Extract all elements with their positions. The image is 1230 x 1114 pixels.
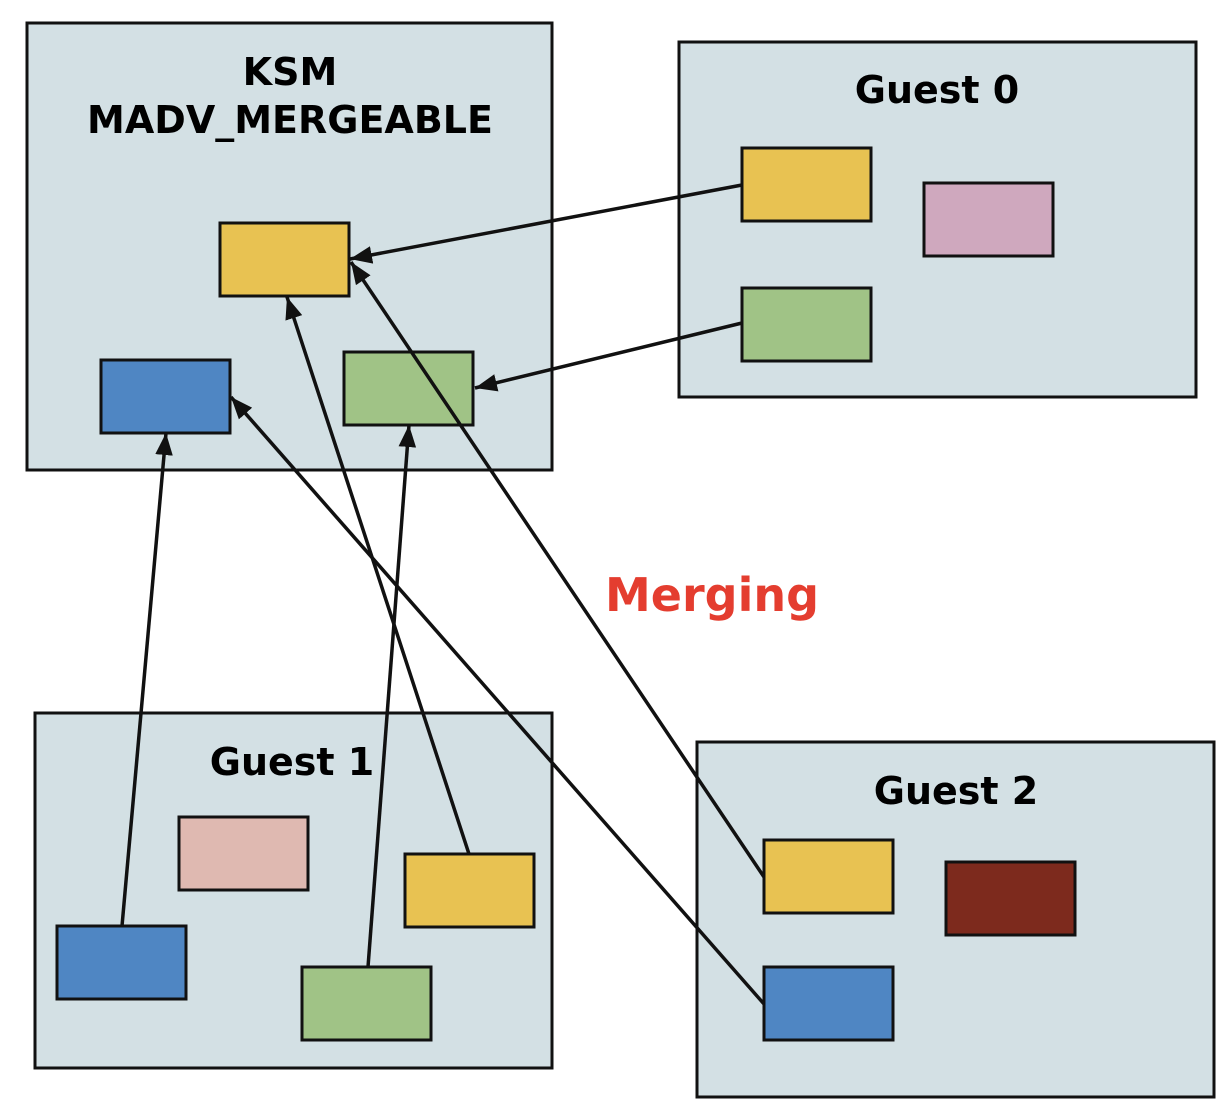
guest2-brown-page — [944, 860, 1077, 937]
guest0-yellow-page — [740, 146, 873, 223]
guest0-green-page — [740, 286, 873, 363]
arrow-guest1-yellow-to-ksm-yellow — [285, 296, 471, 855]
guest2-title: Guest 2 — [874, 769, 1038, 813]
guest1-blue-page — [55, 924, 188, 1001]
merging-label: Merging — [605, 568, 819, 622]
arrow-guest1-green-to-ksm-green — [366, 424, 417, 968]
arrow-guest0-green-to-ksm-green — [474, 321, 743, 392]
ksm-yellow-page — [218, 221, 351, 298]
guest1-green-page — [300, 965, 433, 1042]
ksm-blue-page — [99, 358, 232, 435]
guest0-title: Guest 0 — [855, 68, 1019, 112]
guest0-pink-page — [922, 181, 1055, 258]
guest1-title: Guest 1 — [210, 740, 374, 784]
arrow-guest0-yellow-to-ksm-yellow — [349, 183, 743, 264]
arrow-guest2-yellow-to-ksm-yellow — [349, 261, 766, 878]
guest1-salmon-page — [177, 815, 310, 892]
ksm-title-line1: KSM — [243, 50, 338, 94]
guest2-blue-page — [762, 965, 895, 1042]
guest2-yellow-page — [762, 838, 895, 915]
ksm-title-line2: MADV_MERGEABLE — [87, 98, 493, 142]
guest1-yellow-page — [403, 852, 536, 929]
arrow-guest1-blue-to-ksm-blue — [120, 432, 173, 927]
arrow-guest2-blue-to-ksm-blue — [229, 395, 766, 1006]
